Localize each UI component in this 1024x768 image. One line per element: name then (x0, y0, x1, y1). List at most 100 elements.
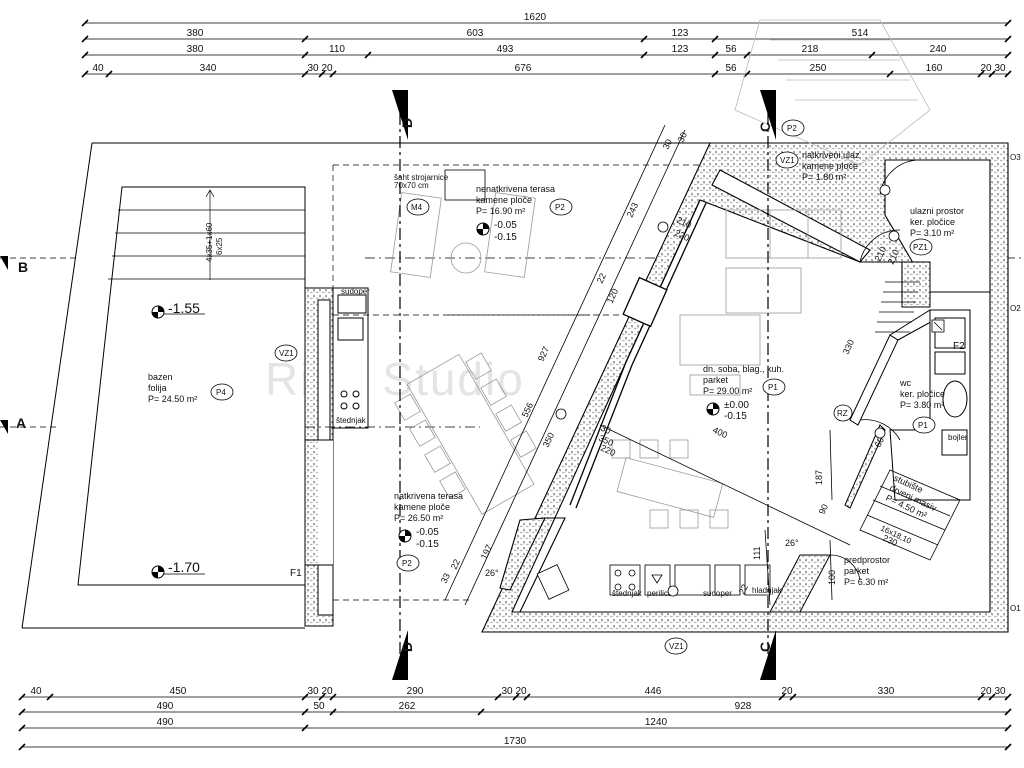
bottom-dimensions (18, 693, 1012, 751)
top-dimension-texts: 1620 380 603 123 514 380 110 493 123 56 … (92, 12, 1006, 74)
dim-text: 262 (399, 701, 416, 712)
dim-text: 603 (467, 28, 484, 39)
dim-text: 218 (802, 44, 819, 55)
dim-text: 123 (672, 28, 689, 39)
tag-text: M4 (411, 203, 423, 212)
level-text: -0.05 (494, 220, 517, 231)
dim-text: 20 (321, 63, 333, 74)
edge-label: O3 (1010, 153, 1021, 162)
level-text: -0.15 (724, 411, 747, 422)
dim-text: 514 (852, 28, 869, 39)
dim-text: 123 (672, 44, 689, 55)
section-label-b: B (18, 259, 28, 275)
fixture-label: perilica (647, 589, 673, 598)
room-material: ker. pločice (900, 389, 945, 399)
tag-text: P4 (216, 388, 226, 397)
dim-text: 1620 (524, 12, 547, 23)
tag-text: VZ1 (780, 156, 795, 165)
room-material: kamene ploče (394, 502, 450, 512)
sahat-size: 70x70 cm (394, 181, 429, 190)
room-name: ulazni prostor (910, 206, 964, 216)
room-area: P= 16.90 m² (476, 206, 525, 216)
dim-text: 243 (625, 201, 640, 219)
level-living: ±0.00 -0.15 (706, 400, 749, 422)
dim-text: 90 (817, 503, 830, 516)
dim-text: 30 (307, 63, 319, 74)
dim-text: 290 (407, 686, 424, 697)
room-name: bazen (148, 372, 173, 382)
room-material: ker. pločice (910, 217, 955, 227)
section-label-d: D (399, 642, 415, 652)
room-area: P= 1.80 m² (802, 172, 846, 182)
room-name: dn. soba, blag., kuh. (703, 364, 784, 374)
dim-text: 20 (980, 686, 992, 697)
dim-text: 50 (313, 701, 325, 712)
dim-text: 20 (980, 63, 992, 74)
room-name: natkrivena terasa (394, 491, 463, 501)
dim-text: 1240 (645, 717, 668, 728)
room-area: P= 26.50 m² (394, 513, 443, 523)
room-material: kamene ploče (802, 161, 858, 171)
room-material: parket (703, 375, 729, 385)
wall-left (304, 287, 369, 627)
room-name: nenatkrivena terasa (476, 184, 555, 194)
tag-text: F2 (953, 341, 965, 352)
level-markers: -1.55 -1.70 -0.05 -0.15 -0.05 -0.15 ±0.0… (151, 220, 749, 579)
room-area: P= 6.30 m² (844, 577, 888, 587)
dim-text: 20 (515, 686, 527, 697)
dim-text: 197 (479, 543, 494, 561)
section-markers: D D C C B A (0, 90, 776, 680)
level-terrace-2: -0.05 -0.15 (398, 527, 439, 550)
dim-text: 22 (449, 558, 462, 571)
room-name: natkriveni ulaz (802, 150, 860, 160)
edge-labels: O3 O2 O1 (1010, 153, 1021, 613)
level-text: -1.70 (168, 559, 200, 575)
tags (210, 119, 936, 655)
dim-text: 380 (187, 44, 204, 55)
dim-text: 240 (930, 44, 947, 55)
dim-text: 30 (994, 63, 1006, 74)
dim-text: 350 (541, 431, 556, 449)
tag-text: P2 (555, 203, 565, 212)
bottom-dimension-texts: 40 450 30 20 290 30 20 446 20 330 20 30 … (30, 686, 1006, 747)
fixture-label: bojler (948, 433, 968, 442)
tag-text: F1 (290, 568, 302, 579)
dim-text: 60 (873, 436, 886, 449)
room-area: P= 24.50 m² (148, 394, 197, 404)
glazing (569, 199, 707, 509)
dim-text: 380 (187, 28, 204, 39)
tag-text: PZ1 (913, 243, 928, 252)
dim-text: 446 (645, 686, 662, 697)
dim-text: 33 (439, 572, 452, 585)
level-text: -0.15 (494, 232, 517, 243)
dim-text: 340 (200, 63, 217, 74)
dim-text: 110 (329, 44, 345, 55)
terrace-furniture (390, 169, 537, 515)
tag-text: VZ1 (669, 642, 684, 651)
dim-text: 20 (781, 686, 793, 697)
dim-text: 250 (810, 63, 827, 74)
fixture-label: sudoper (703, 589, 732, 598)
level-text: -0.15 (416, 539, 439, 550)
diagonal-dimensions (444, 124, 851, 606)
room-area: P= 29.00 m² (703, 386, 752, 396)
dim-text: 20 (321, 686, 333, 697)
dim-text: 40 (30, 686, 42, 697)
kitchen-fixtures (536, 564, 771, 600)
fixture-label: sudoper (341, 287, 370, 296)
section-label-c: C (757, 642, 773, 652)
top-dimensions (81, 19, 1012, 78)
section-label-d: D (399, 118, 415, 128)
angle-label: 26° (785, 538, 799, 548)
dim-text: 330 (878, 686, 895, 697)
tag-text: VZ1 (279, 349, 294, 358)
internal-walls (769, 261, 971, 613)
dim-text: 187 (814, 470, 824, 485)
tag-text: P1 (918, 421, 928, 430)
entry-stair-outline (734, 19, 931, 166)
level-pool-top: -1.55 (151, 300, 205, 319)
dim-text: 160 (926, 63, 943, 74)
sahat-label: šaht strojarnice (394, 173, 449, 182)
dim-text: 30 (599, 423, 612, 436)
dim-text: 22 (595, 272, 608, 285)
